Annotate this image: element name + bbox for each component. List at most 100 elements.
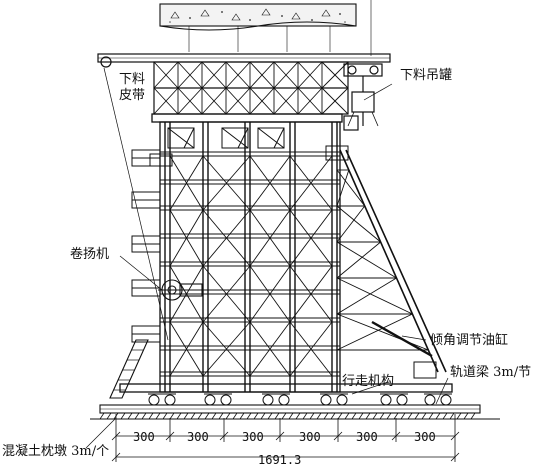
sleeper-hatch: [407, 412, 413, 420]
sleeper-hatch: [358, 412, 364, 420]
sleeper-hatch: [218, 412, 224, 420]
dimension-span-6: 300: [414, 430, 436, 444]
label-lower-belt-2: 皮带: [119, 88, 145, 103]
sleeper-hatch: [428, 412, 434, 420]
truss-brace: [225, 61, 251, 89]
sleeper-hatch: [239, 412, 245, 420]
wheel-icon: [336, 394, 348, 406]
sleeper-hatch: [190, 412, 196, 420]
dimension-lines: [111, 414, 460, 462]
truss-brace: [249, 87, 275, 115]
leg-brace: [336, 205, 381, 243]
truss-brace: [297, 87, 323, 115]
sleeper-hatch: [309, 412, 315, 420]
truss-brace: [273, 87, 299, 115]
sleeper-hatch: [435, 412, 441, 420]
track-beam: [90, 404, 500, 420]
wheel-icon: [380, 394, 392, 406]
tower-brace: [202, 155, 251, 211]
label-track-beam: 轨道梁 3m/节: [450, 365, 531, 380]
sleeper-hatch: [253, 412, 259, 420]
sleeper-hatch: [393, 412, 399, 420]
sleeper-hatch: [232, 412, 238, 420]
tower-brace: [169, 209, 204, 267]
sleeper-hatch: [330, 412, 336, 420]
tower-brace: [169, 265, 204, 323]
wheel-icon: [204, 394, 216, 406]
sleeper-hatch: [197, 412, 203, 420]
sleeper-hatch: [246, 412, 252, 420]
wheel-icon: [440, 394, 452, 406]
sleeper-hatch: [442, 412, 448, 420]
sleeper-hatch: [337, 412, 343, 420]
wheel-icon: [424, 394, 436, 406]
sleeper-hatch: [449, 412, 455, 420]
dimension-span-5: 300: [356, 430, 378, 444]
tower-brace: [169, 321, 204, 377]
tilt-cylinder-icon: [371, 320, 433, 358]
tower-frame: [149, 113, 349, 393]
sleeper-hatch: [204, 412, 210, 420]
truss-brace: [321, 87, 349, 115]
sleeper-hatch: [141, 412, 147, 420]
tower-brace: [249, 265, 291, 323]
wheel-icon: [320, 394, 332, 406]
sleeper-hatch: [288, 412, 294, 420]
belt-pulley-icon: [100, 56, 112, 68]
tower-brace: [202, 321, 251, 377]
sleeper-hatch: [316, 412, 322, 420]
tower-brace: [289, 155, 333, 211]
sleeper-hatch: [183, 412, 189, 420]
leg-brace: [336, 277, 413, 315]
tower-brace: [289, 321, 333, 377]
leg-brace: [336, 277, 397, 315]
sleeper-hatch: [463, 412, 469, 420]
sleeper-hatch: [211, 412, 217, 420]
leg-brace: [336, 205, 366, 243]
sleeper-hatch: [323, 412, 329, 420]
sleeper-hatch: [225, 412, 231, 420]
label-lower-bucket: 下料吊罐: [400, 68, 452, 83]
sleeper-hatch: [344, 412, 350, 420]
sleeper-hatch: [421, 412, 427, 420]
sleeper-hatch: [162, 412, 168, 420]
dimension-span-1: 300: [133, 430, 155, 444]
wheel-icon: [148, 394, 160, 406]
label-walking-mechanism: 行走机构: [342, 374, 394, 389]
dimension-span-4: 300: [299, 430, 321, 444]
winch-icon: [158, 279, 204, 301]
sleeper-hatch: [281, 412, 287, 420]
tower-brace: [169, 155, 204, 211]
tower-brace: [249, 209, 291, 267]
truss-brace: [153, 61, 179, 89]
concrete-slab: [159, 0, 372, 56]
wheel-icon: [220, 394, 232, 406]
label-tilt-cylinder: 倾角调节油缸: [430, 332, 508, 348]
wheel-icon: [396, 394, 408, 406]
sleeper-hatch: [372, 412, 378, 420]
bucket-icon: [351, 91, 375, 113]
tower-brace: [249, 155, 291, 211]
tower-brace: [289, 209, 333, 267]
sleeper-hatch: [169, 412, 175, 420]
sleeper-hatch: [260, 412, 266, 420]
dimension-span-2: 300: [187, 430, 209, 444]
tower-brace: [202, 265, 251, 323]
truss-brace: [201, 61, 227, 89]
leg-brace: [336, 313, 413, 351]
sleeper-hatch: [295, 412, 301, 420]
sleeper-hatch: [414, 412, 420, 420]
truss-brace: [177, 61, 203, 89]
leg-brace: [336, 241, 381, 279]
wheel-icon: [164, 394, 176, 406]
sleeper-hatch: [134, 412, 140, 420]
wheel-icon: [278, 394, 290, 406]
truss-brace: [249, 61, 275, 89]
truss-brace: [273, 61, 299, 89]
truss-brace: [177, 87, 203, 115]
leg-brace: [336, 169, 350, 207]
sleeper-hatch: [386, 412, 392, 420]
leg-brace: [336, 169, 366, 207]
sleeper-hatch: [120, 412, 126, 420]
